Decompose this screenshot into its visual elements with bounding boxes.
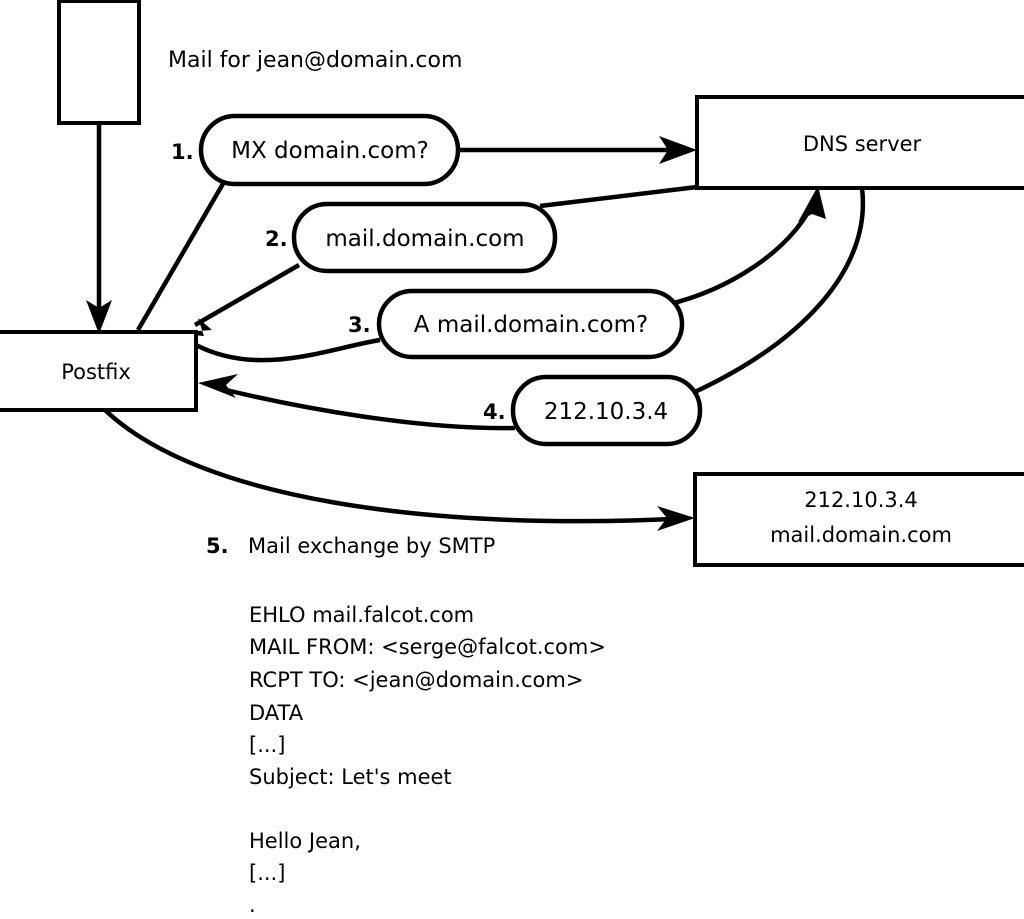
step-1-bubble	[198, 113, 461, 187]
smtp-line: Hello Jean,	[249, 829, 361, 853]
edge-step3-to-dns	[665, 186, 826, 308]
edge-step4-to-postfix	[198, 374, 516, 431]
step-1-label: MX domain.com?	[231, 138, 429, 164]
step-5-label: Mail exchange by SMTP	[248, 534, 495, 558]
arrow-head-step4-postfix	[198, 374, 238, 398]
step-4-bubble	[510, 374, 703, 447]
smtp-line: EHLO mail.falcot.com	[249, 603, 474, 627]
smtp-line: [...]	[249, 733, 285, 757]
edge-postfix-to-step1-tail	[136, 180, 226, 332]
dns-server-label: DNS server	[803, 132, 922, 156]
arrow-head-step3-dns	[798, 186, 826, 222]
postfix-label: Postfix	[61, 360, 131, 384]
smtp-line: Subject: Let's meet	[249, 765, 452, 789]
edge-step1-to-dns	[459, 136, 697, 164]
mail-server-box	[693, 472, 1024, 567]
step-2-bubble	[291, 201, 558, 274]
step-4-number: 4.	[483, 400, 506, 424]
step-2-label: mail.domain.com	[325, 226, 524, 252]
edge-step2-to-postfix	[172, 263, 301, 336]
edge-dns-to-step2	[539, 184, 698, 209]
smtp-line: MAIL FROM: <serge@falcot.com>	[249, 635, 606, 659]
dns-server-box	[695, 95, 1024, 190]
step-2-number: 2.	[265, 227, 288, 251]
edge-client-to-postfix	[86, 123, 112, 334]
mail-server-hostname: mail.domain.com	[770, 523, 952, 547]
edge-postfix-to-step3	[194, 337, 381, 363]
arrow-head-step1-dns	[659, 136, 697, 164]
smtp-line: DATA	[249, 701, 304, 725]
arrow-head-postfix-mailserver	[657, 506, 695, 531]
step-4-label: 212.10.3.4	[544, 399, 668, 425]
mail-server-ip: 212.10.3.4	[804, 488, 918, 512]
arrow-head-step2-postfix	[172, 318, 212, 336]
smtp-line: [...]	[249, 861, 285, 885]
step-1-number: 1.	[171, 140, 194, 164]
step-3-bubble	[376, 288, 685, 360]
arrow-head-client-postfix	[86, 300, 112, 334]
step-5-number: 5.	[206, 534, 229, 558]
page-title: Mail for jean@domain.com	[168, 48, 462, 73]
step-3-label: A mail.domain.com?	[414, 312, 648, 338]
edge-dns-to-step4	[685, 187, 866, 399]
step-3-number: 3.	[348, 313, 371, 337]
edge-postfix-to-mailserver	[103, 408, 695, 531]
client-box	[57, 0, 141, 125]
smtp-line: RCPT TO: <jean@domain.com>	[249, 668, 583, 692]
smtp-line: .	[249, 893, 256, 917]
postfix-box	[0, 330, 198, 412]
